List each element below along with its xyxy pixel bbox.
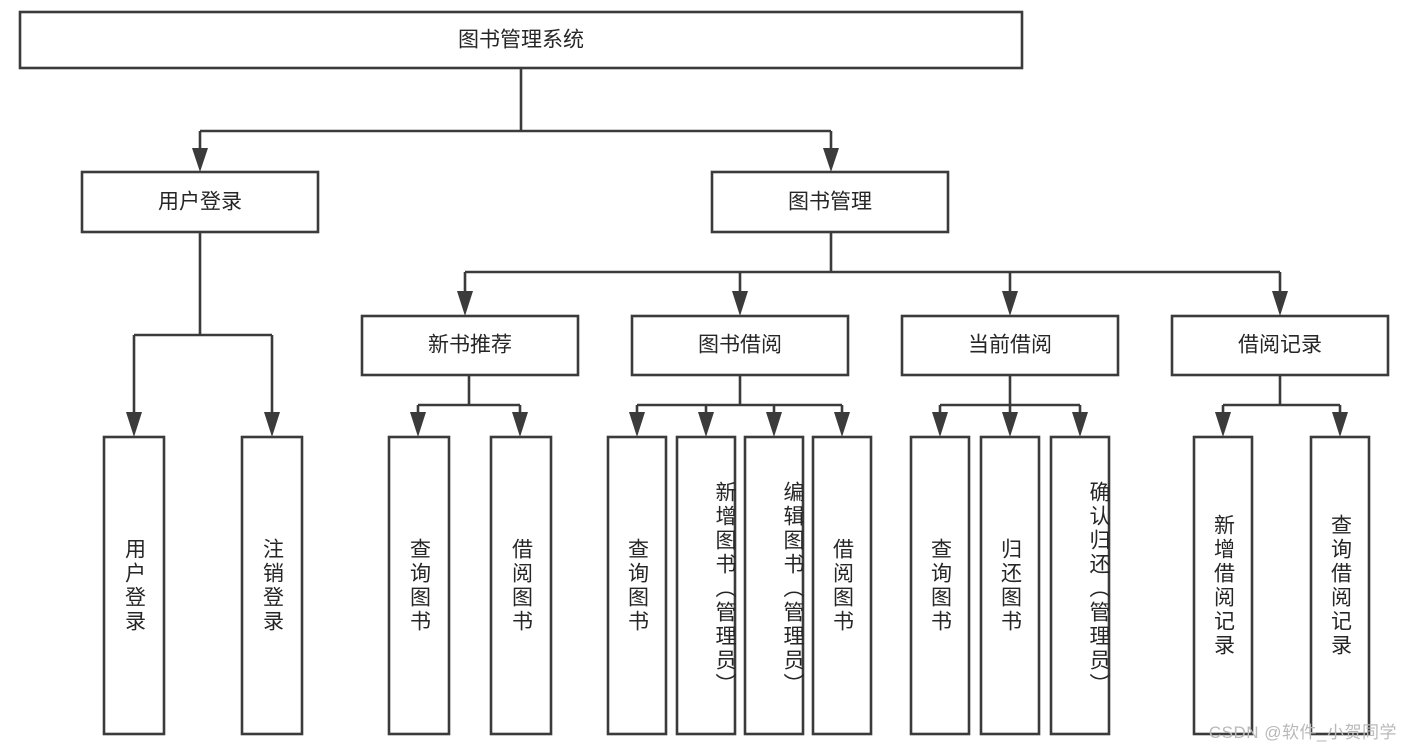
connector-group-new-book	[410, 375, 528, 437]
arrow-to-user-login	[192, 148, 208, 172]
arrow-leaf-cb-query	[932, 412, 948, 437]
leaf-box-nb-borrow-book[interactable]	[489, 435, 553, 736]
arrow-leaf-cb-confirm	[1072, 412, 1088, 437]
leaf-box-cb-query-book[interactable]	[909, 435, 971, 736]
arrow-leaf-br-query	[1332, 412, 1348, 437]
leaf-box-br-query-record[interactable]	[1309, 435, 1371, 736]
node-label-root: 图书管理系统	[458, 29, 584, 52]
node-box-book-management[interactable]	[710, 170, 950, 234]
arrow-leaf-bb-borrow	[834, 412, 850, 437]
leaf-box-bb-add-book[interactable]	[675, 435, 737, 736]
node-label-book-management: 图书管理	[788, 191, 872, 214]
connector-group-borrow-record	[1215, 375, 1348, 437]
watermark-text: CSDN @软件_小贺同学	[1208, 723, 1397, 742]
arrow-to-book-mgmt	[823, 148, 839, 172]
leaf-box-cb-return-book[interactable]	[979, 435, 1041, 736]
leaf-box-nb-query-book[interactable]	[387, 435, 451, 736]
node-label-new-book-recommend: 新书推荐	[428, 334, 512, 357]
node-box-new-book-recommend[interactable]	[360, 314, 580, 377]
node-label-book-borrow: 图书借阅	[698, 334, 782, 357]
arrow-leaf-bb-edit	[766, 412, 782, 437]
arrow-to-borrow	[732, 291, 748, 316]
node-box-root[interactable]	[18, 10, 1024, 70]
connector-group-user-login	[126, 232, 280, 437]
arrow-leaf-nb-query	[410, 412, 426, 437]
connector-group-book-borrow	[629, 375, 850, 437]
node-label-borrow-record: 借阅记录	[1238, 334, 1322, 357]
arrow-leaf-bb-query	[629, 412, 645, 437]
leaf-box-br-add-record[interactable]	[1192, 435, 1254, 736]
arrow-leaf-user-login	[126, 412, 142, 437]
leaf-box-bb-edit-book[interactable]	[743, 435, 805, 736]
leaf-box-logout[interactable]	[240, 435, 304, 736]
arrow-leaf-br-add	[1215, 412, 1231, 437]
leaf-box-cb-confirm-return[interactable]	[1049, 435, 1111, 736]
connector-group-book-mgmt	[457, 232, 1288, 316]
node-box-borrow-record[interactable]	[1170, 314, 1390, 377]
connector-group-root	[192, 68, 839, 172]
node-box-user-login[interactable]	[80, 170, 320, 234]
node-box-book-borrow[interactable]	[630, 314, 850, 377]
arrow-leaf-logout	[264, 412, 280, 437]
arrow-to-new-book	[457, 291, 473, 316]
arrow-leaf-cb-return	[1002, 412, 1018, 437]
node-label-current-borrow: 当前借阅	[968, 334, 1052, 357]
arrow-leaf-bb-add	[698, 412, 714, 437]
arrow-to-current-borrow	[1002, 291, 1018, 316]
leaf-box-user-login[interactable]	[102, 435, 166, 736]
node-box-current-borrow[interactable]	[900, 314, 1120, 377]
leaf-box-bb-borrow-book[interactable]	[811, 435, 873, 736]
leaf-box-bb-query-book[interactable]	[606, 435, 668, 736]
arrow-leaf-nb-borrow	[512, 412, 528, 437]
connector-group-current-borrow	[932, 375, 1088, 437]
arrow-to-borrow-record	[1272, 291, 1288, 316]
node-label-user-login: 用户登录	[158, 191, 242, 214]
